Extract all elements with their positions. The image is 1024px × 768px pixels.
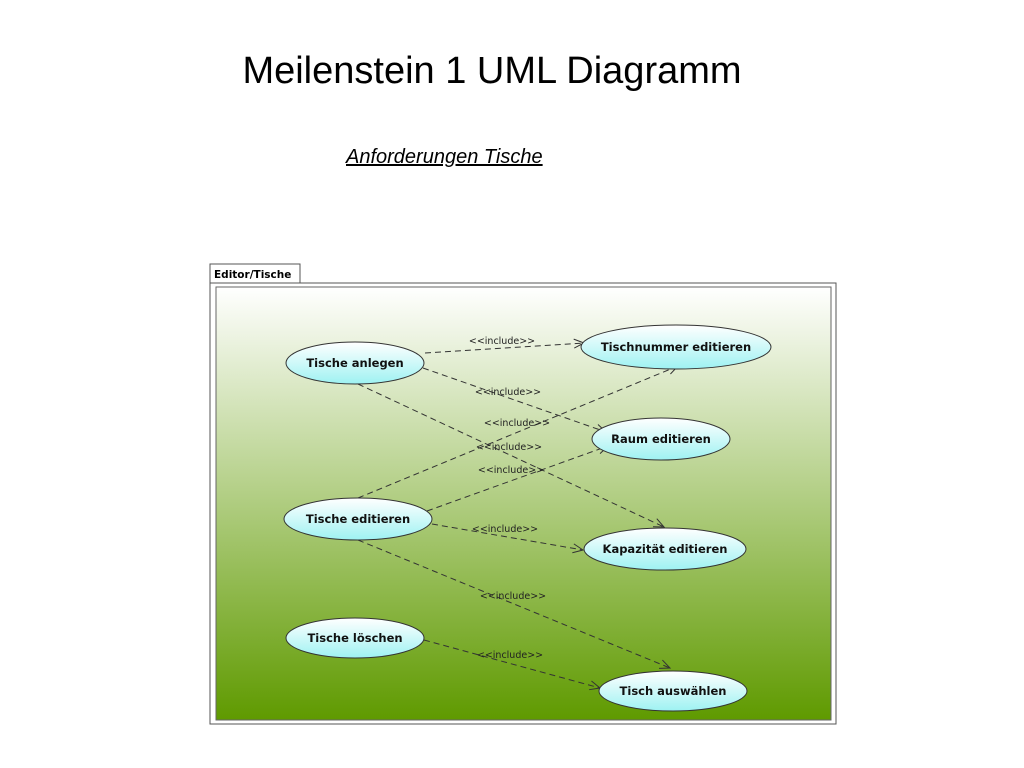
use-case-ellipse[interactable] bbox=[583, 527, 747, 571]
use-case-ellipse[interactable] bbox=[285, 617, 425, 659]
use-case-label: Tische anlegen bbox=[306, 356, 403, 370]
include-label: <<include>> bbox=[476, 442, 542, 453]
use-case-label: Kapazität editieren bbox=[603, 542, 728, 556]
use-case-label: Raum editieren bbox=[611, 432, 711, 446]
use-case-raum[interactable]: Raum editieren bbox=[591, 417, 731, 461]
include-line bbox=[357, 365, 679, 499]
arrowhead bbox=[658, 659, 672, 669]
frame-label: Editor/Tische bbox=[214, 269, 291, 281]
include-label: <<include>> bbox=[478, 465, 544, 476]
use-case-auswaehlen[interactable]: Tisch auswählen bbox=[598, 670, 748, 712]
use-case-label: Tische editieren bbox=[306, 512, 410, 526]
include-relation-anlegen-kapazitaet: <<include>> bbox=[357, 383, 666, 528]
use-case-label: Tische löschen bbox=[307, 631, 402, 645]
include-relation-editieren-kapazitaet: <<include>> bbox=[431, 523, 585, 554]
use-case-ellipse[interactable] bbox=[598, 670, 748, 712]
use-case-ellipse[interactable] bbox=[591, 417, 731, 461]
use-case-ellipse[interactable] bbox=[580, 324, 772, 370]
include-label: <<include>> bbox=[484, 418, 550, 429]
include-label: <<include>> bbox=[477, 650, 543, 661]
use-case-diagram: Editor/Tische <<include>> <<include>> <<in… bbox=[208, 262, 840, 728]
include-line bbox=[426, 445, 609, 512]
include-line bbox=[431, 523, 584, 551]
include-line bbox=[424, 342, 585, 354]
use-case-loeschen[interactable]: Tische löschen bbox=[285, 617, 425, 659]
use-case-label: Tisch auswählen bbox=[620, 684, 727, 698]
use-case-anlegen[interactable]: Tische anlegen bbox=[285, 341, 425, 385]
include-label: <<include>> bbox=[472, 524, 538, 535]
include-label: <<include>> bbox=[480, 591, 546, 602]
include-label: <<include>> bbox=[475, 387, 541, 398]
include-line bbox=[357, 383, 665, 528]
include-relation-editieren-auswaehlen: <<include>> bbox=[357, 539, 672, 669]
diagram-canvas: Editor/Tische <<include>> <<include>> <<in… bbox=[209, 263, 837, 725]
include-line bbox=[357, 539, 671, 669]
slide-subtitle: Anforderungen Tische bbox=[346, 146, 543, 168]
arrowhead bbox=[572, 543, 585, 554]
slide-title: Meilenstein 1 UML Diagramm bbox=[242, 50, 742, 92]
arrowhead bbox=[652, 518, 666, 528]
include-line bbox=[422, 367, 607, 433]
use-case-ellipse[interactable] bbox=[283, 497, 433, 541]
include-label: <<include>> bbox=[469, 336, 535, 347]
use-case-kapazitaet[interactable]: Kapazität editieren bbox=[583, 527, 747, 571]
use-case-label: Tischnummer editieren bbox=[601, 340, 751, 354]
include-line bbox=[423, 639, 601, 689]
use-case-ellipse[interactable] bbox=[285, 341, 425, 385]
use-case-tischnummer[interactable]: Tischnummer editieren bbox=[580, 324, 772, 370]
use-case-editieren[interactable]: Tische editieren bbox=[283, 497, 433, 541]
